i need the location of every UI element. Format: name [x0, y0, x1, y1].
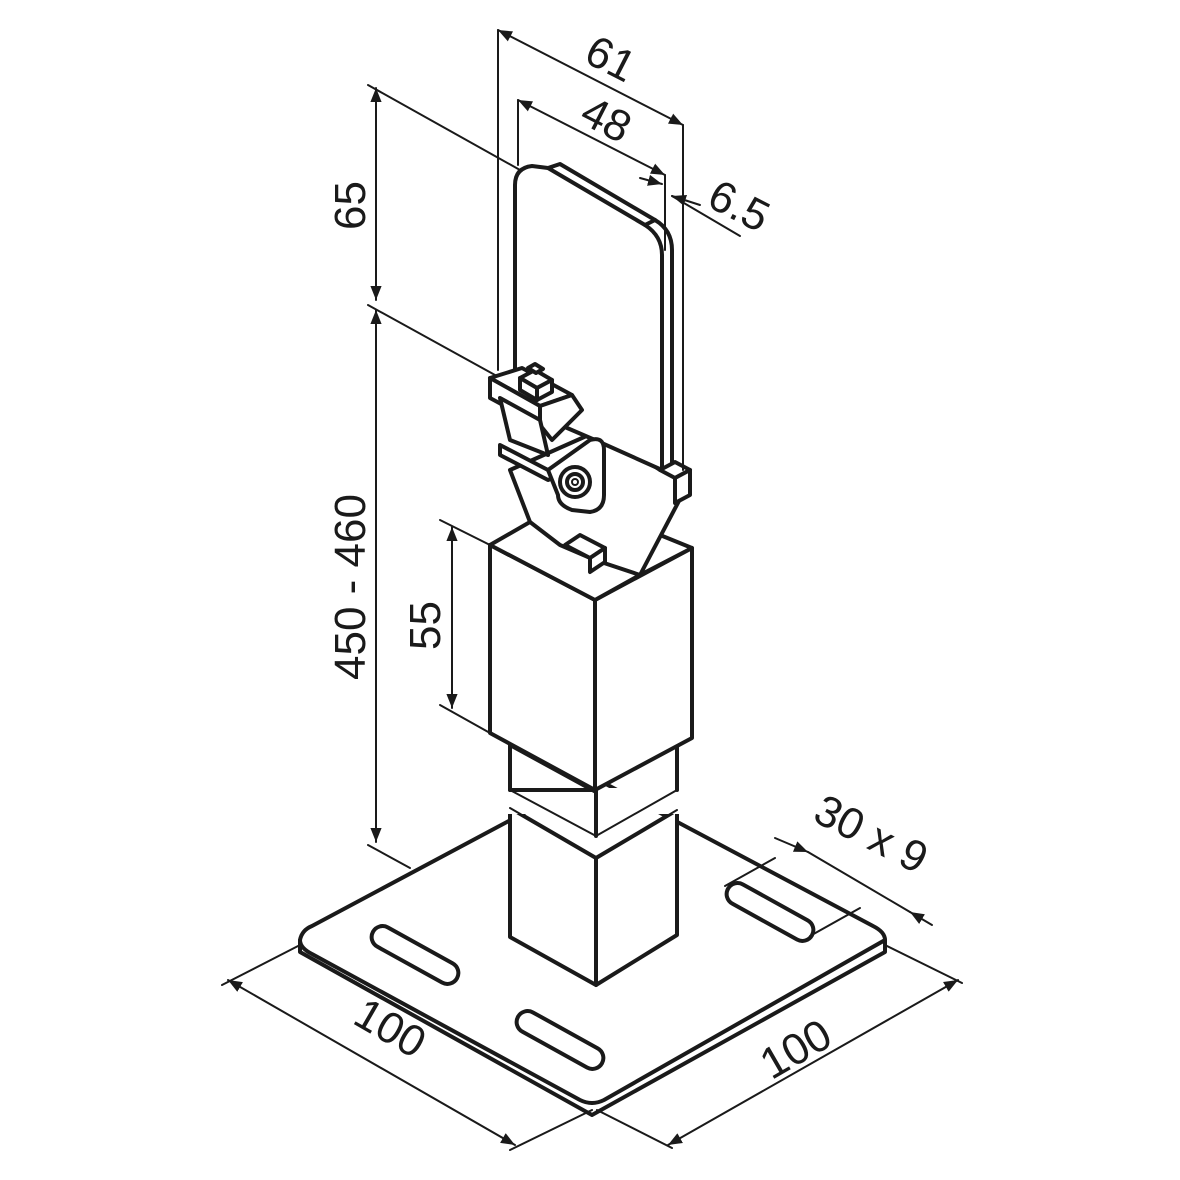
dimension-55: 55 [401, 519, 491, 734]
dimension-6-5: 6.5 [639, 171, 778, 242]
sleeve [488, 520, 694, 792]
dimension-label-450-460: 450 - 460 [326, 494, 375, 680]
slot-bottom [514, 1009, 606, 1071]
slot-left [369, 924, 461, 986]
dimension-450-460: 450 - 460 [326, 309, 411, 869]
dimension-label-61: 61 [578, 26, 644, 92]
dimension-label-30x9: 30 x 9 [806, 785, 935, 883]
clamp [488, 362, 606, 514]
dimension-label-55: 55 [401, 601, 450, 650]
dimension-label-6-5: 6.5 [701, 171, 778, 242]
inner-post [500, 743, 685, 987]
dimension-label-base-right: 100 [752, 1010, 840, 1089]
dimension-label-65: 65 [326, 181, 375, 230]
dimension-65: 65 [326, 84, 521, 376]
